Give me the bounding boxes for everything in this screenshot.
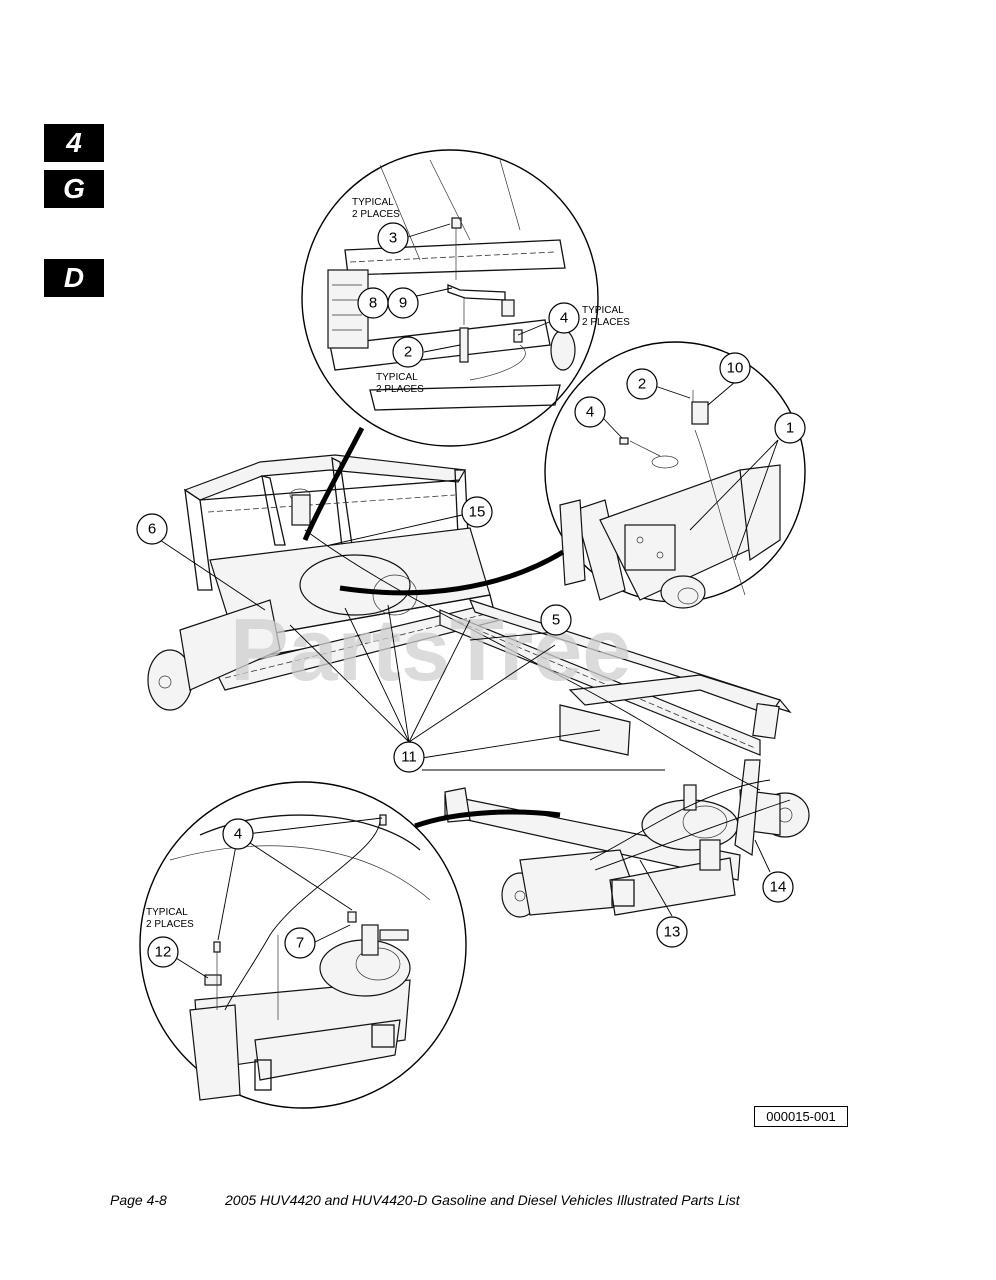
callout-12: 12 [147, 936, 179, 968]
typical-note-2-line2: 2 PLACES [582, 317, 630, 328]
callout-4-bottom: 4 [222, 818, 254, 850]
detail-view-bottom: TYPICAL 2 PLACES 4 7 12 [139, 781, 467, 1109]
callout-6: 6 [136, 513, 168, 545]
svg-text:4: 4 [586, 404, 594, 421]
svg-text:3: 3 [389, 230, 397, 247]
callout-1: 1 [774, 412, 806, 444]
typical-note-3-line2: 2 PLACES [376, 384, 424, 395]
svg-text:6: 6 [148, 521, 156, 538]
watermark-text: PartsTree [230, 600, 631, 699]
svg-text:14: 14 [770, 879, 787, 896]
figure-number: 000015-001 [754, 1106, 848, 1127]
svg-text:13: 13 [664, 924, 681, 941]
callout-7: 7 [284, 927, 316, 959]
footer-page-number: Page 4-8 [110, 1192, 167, 1208]
typical-note-1-line2: 2 PLACES [352, 209, 400, 220]
svg-text:4: 4 [560, 310, 568, 327]
svg-text:7: 7 [296, 935, 304, 952]
section-tab-d: D [44, 259, 104, 297]
typical-note-3-line1: TYPICAL [376, 372, 418, 383]
svg-text:11: 11 [401, 749, 417, 766]
section-tab-4: 4 [44, 124, 104, 162]
svg-text:4: 4 [234, 826, 242, 843]
callout-9: 9 [387, 287, 419, 319]
typical-note-2-line1: TYPICAL [582, 305, 624, 316]
callout-4: 4 [548, 302, 580, 334]
svg-text:15: 15 [469, 504, 486, 521]
callout-15: 15 [461, 496, 493, 528]
callout-5: 5 [540, 604, 572, 636]
svg-text:2: 2 [404, 344, 412, 361]
callout-11: 11 [393, 741, 425, 773]
callout-2: 2 [392, 336, 424, 368]
detail-arrow-right [339, 549, 565, 596]
typical-note-4-line2: 2 PLACES [146, 919, 194, 930]
callout-8: 8 [357, 287, 389, 319]
detail-view-top: TYPICAL 2 PLACES TYPICAL 2 PLACES TYPICA… [301, 149, 630, 447]
detail-arrow-bottom [414, 809, 561, 829]
svg-text:1: 1 [786, 420, 794, 437]
typical-note-1-line1: TYPICAL [352, 197, 394, 208]
footer-document-title: 2005 HUV4420 and HUV4420-D Gasoline and … [225, 1192, 740, 1208]
callout-13: 13 [656, 916, 688, 948]
svg-text:10: 10 [727, 360, 744, 377]
typical-note-4-line1: TYPICAL [146, 907, 188, 918]
detail-view-right: 2 10 4 1 [544, 341, 806, 609]
section-tab-g: G [44, 170, 104, 208]
callout-14: 14 [762, 871, 794, 903]
callout-4-right: 4 [574, 396, 606, 428]
svg-text:12: 12 [155, 944, 172, 961]
detail-arrow-top [302, 426, 365, 541]
svg-text:8: 8 [369, 295, 377, 312]
callout-3: 3 [377, 222, 409, 254]
callout-2-right: 2 [626, 368, 658, 400]
svg-text:2: 2 [638, 376, 646, 393]
svg-text:9: 9 [399, 295, 407, 312]
main-callouts: 6 15 5 11 13 14 [136, 496, 794, 948]
svg-text:5: 5 [552, 612, 560, 629]
callout-10: 10 [719, 352, 751, 384]
